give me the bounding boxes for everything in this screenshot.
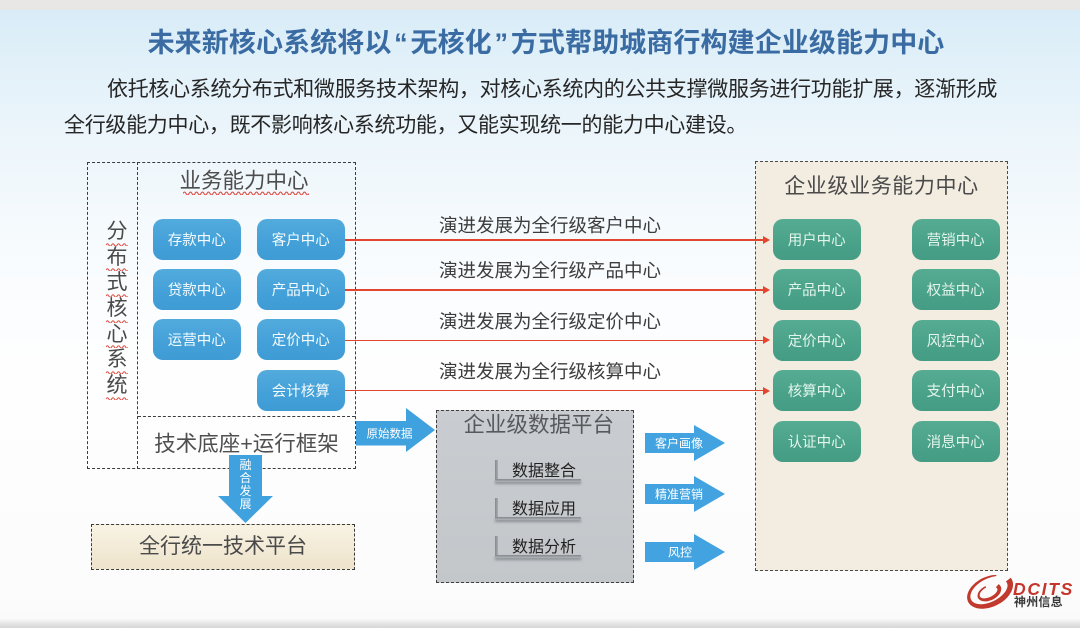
svg-text:风控: 风控 xyxy=(668,546,692,560)
svg-text:精准营销: 精准营销 xyxy=(655,488,703,502)
svg-text:原始数据: 原始数据 xyxy=(367,427,413,441)
svg-text:合: 合 xyxy=(239,470,251,485)
svg-text:客户画像: 客户画像 xyxy=(655,436,703,451)
svg-text:融: 融 xyxy=(239,458,251,472)
svg-text:发: 发 xyxy=(239,483,251,498)
svg-text:展: 展 xyxy=(239,497,251,511)
